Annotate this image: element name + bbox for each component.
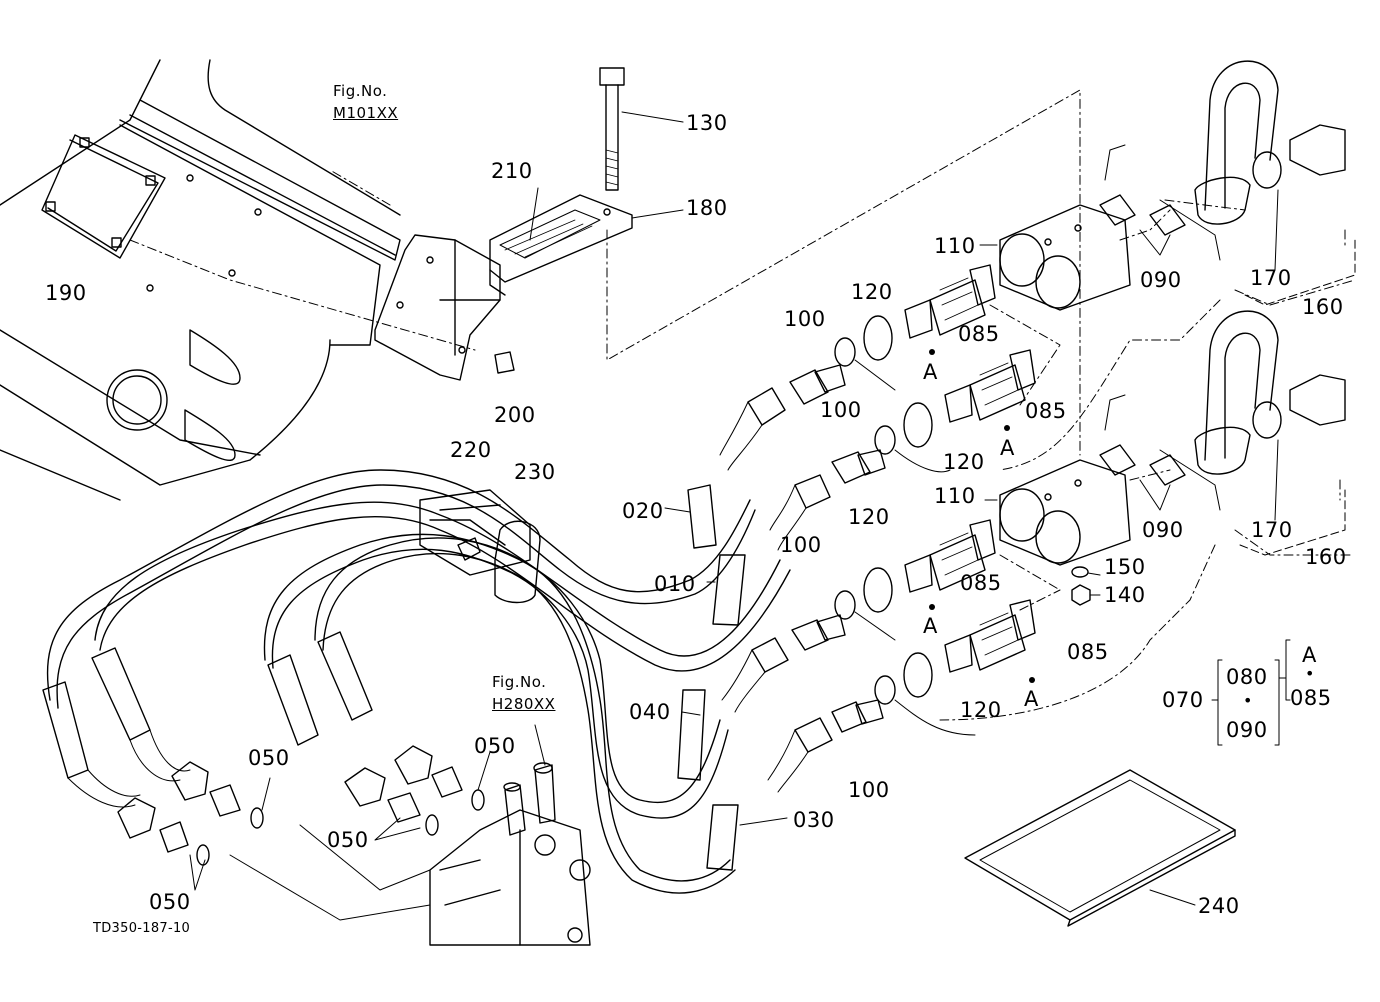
fig-ref-code-1[interactable]: M101XX xyxy=(333,104,399,122)
fig-ref-title-1: Fig.No. xyxy=(333,82,388,100)
callout-160-lower[interactable]: 160 xyxy=(1305,545,1347,569)
callout-160-upper[interactable]: 160 xyxy=(1302,295,1344,319)
fittings-100 xyxy=(719,364,886,793)
chassis-frame xyxy=(0,59,401,501)
nipples-160 xyxy=(1239,124,1356,556)
legend-upper[interactable]: 080 xyxy=(1226,665,1268,689)
legend-dot-2: • xyxy=(1305,664,1315,683)
callout-190[interactable]: 190 xyxy=(45,281,87,305)
callout-050-d[interactable]: 050 xyxy=(149,890,191,914)
couplers-085 xyxy=(904,264,1036,673)
callout-110-lower[interactable]: 110 xyxy=(934,484,976,508)
callout-120-d[interactable]: 120 xyxy=(960,698,1002,722)
dust-caps xyxy=(834,337,976,736)
adapters-050 xyxy=(117,745,485,866)
legend-brackets xyxy=(1211,639,1291,746)
callout-090-upper[interactable]: 090 xyxy=(1140,268,1182,292)
marker-a-3: A xyxy=(923,614,938,638)
callout-110-upper[interactable]: 110 xyxy=(934,234,976,258)
callout-leaders xyxy=(189,111,1279,906)
callout-030[interactable]: 030 xyxy=(793,808,835,832)
callout-040[interactable]: 040 xyxy=(629,700,671,724)
handles-170 xyxy=(1194,60,1282,475)
fig-ref-title-2: Fig.No. xyxy=(492,673,547,691)
drawing-id: TD350-187-10 xyxy=(93,921,191,936)
callout-085-d[interactable]: 085 xyxy=(1067,640,1109,664)
manual-240 xyxy=(964,769,1236,927)
marker-a-4: A xyxy=(1024,687,1039,711)
callout-050-c[interactable]: 050 xyxy=(327,828,369,852)
control-valve xyxy=(229,762,591,946)
legend-ref-part[interactable]: 085 xyxy=(1290,686,1332,710)
hose-clamp xyxy=(419,489,541,604)
legend-lower[interactable]: 090 xyxy=(1226,718,1268,742)
snap-rings-120 xyxy=(863,315,933,698)
callout-100-d[interactable]: 100 xyxy=(848,778,890,802)
holder-block-110 xyxy=(999,204,1131,566)
legend-ref-letter: A xyxy=(1302,643,1317,667)
callout-085-b[interactable]: 085 xyxy=(1025,399,1067,423)
callout-085-a[interactable]: 085 xyxy=(958,322,1000,346)
callout-220[interactable]: 220 xyxy=(450,438,492,462)
callout-140[interactable]: 140 xyxy=(1104,583,1146,607)
marker-a-1: A xyxy=(923,360,938,384)
legend-assembly[interactable]: 070 xyxy=(1162,688,1204,712)
callout-050-a[interactable]: 050 xyxy=(248,746,290,770)
callout-020[interactable]: 020 xyxy=(622,499,664,523)
callout-085-c[interactable]: 085 xyxy=(960,571,1002,595)
callout-130[interactable]: 130 xyxy=(686,111,728,135)
nut-washer xyxy=(1071,566,1091,606)
callout-090-lower[interactable]: 090 xyxy=(1142,518,1184,542)
callout-050-b[interactable]: 050 xyxy=(474,734,516,758)
nipples-090 xyxy=(1099,144,1221,511)
leader-lines xyxy=(129,89,1356,721)
callout-200[interactable]: 200 xyxy=(494,403,536,427)
callout-180[interactable]: 180 xyxy=(686,196,728,220)
callout-100-c[interactable]: 100 xyxy=(780,533,822,557)
marker-a-2: A xyxy=(1000,436,1015,460)
plate-190 xyxy=(41,134,166,259)
legend-dot-1: • xyxy=(1243,691,1253,710)
hose-ferrules xyxy=(42,484,746,871)
callout-100-a[interactable]: 100 xyxy=(784,307,826,331)
callout-240[interactable]: 240 xyxy=(1198,894,1240,918)
callout-100-b[interactable]: 100 xyxy=(820,398,862,422)
bracket-180 xyxy=(374,194,633,381)
bolt-130 xyxy=(599,67,625,191)
callout-120-a[interactable]: 120 xyxy=(851,280,893,304)
callout-210[interactable]: 210 xyxy=(491,159,533,183)
callout-120-b[interactable]: 120 xyxy=(943,450,985,474)
callout-010[interactable]: 010 xyxy=(654,572,696,596)
callout-150[interactable]: 150 xyxy=(1104,555,1146,579)
callout-120-c[interactable]: 120 xyxy=(848,505,890,529)
callout-230[interactable]: 230 xyxy=(514,460,556,484)
fig-ref-code-2[interactable]: H280XX xyxy=(492,695,556,713)
callout-170-upper[interactable]: 170 xyxy=(1250,266,1292,290)
callout-170-lower[interactable]: 170 xyxy=(1251,518,1293,542)
hose-lines xyxy=(46,469,791,894)
a-markers xyxy=(929,349,1035,683)
